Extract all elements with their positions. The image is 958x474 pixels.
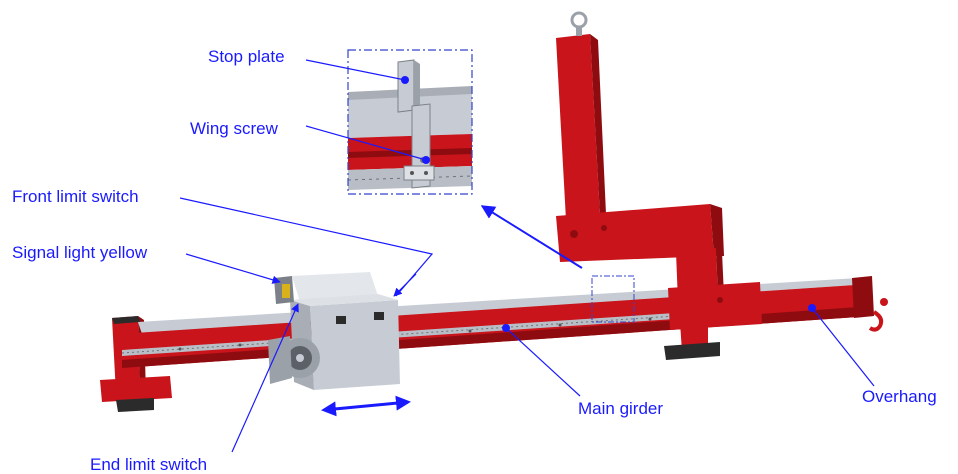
wing-screw-leader bbox=[305, 125, 427, 161]
front-limit-switch-arrow bbox=[393, 273, 417, 297]
travel-direction-arrow bbox=[321, 395, 411, 417]
signal-light-yellow-label: Signal light yellow bbox=[12, 243, 148, 262]
end-limit-switch-leader bbox=[231, 303, 299, 453]
wing-screw-label: Wing screw bbox=[190, 119, 279, 138]
overhang-leader bbox=[811, 307, 875, 387]
main-girder-leader bbox=[505, 327, 581, 397]
detail-frame bbox=[347, 49, 473, 195]
overhang-end bbox=[852, 276, 888, 332]
tower-column bbox=[556, 11, 762, 360]
crane-assembly bbox=[100, 11, 888, 412]
detail-arrow bbox=[480, 205, 583, 269]
signal-light-leader bbox=[185, 253, 281, 284]
end-limit-switch-label: End limit switch bbox=[90, 455, 207, 474]
stop-plate-leader bbox=[305, 59, 406, 81]
drive-unit bbox=[268, 272, 400, 390]
leader-lines bbox=[179, 59, 875, 453]
detail-source-frame bbox=[591, 275, 635, 323]
stop-plate-label: Stop plate bbox=[208, 47, 285, 66]
labels: Stop plate Wing screw Front limit switch… bbox=[12, 47, 937, 474]
front-limit-switch-label: Front limit switch bbox=[12, 187, 139, 206]
main-girder-label: Main girder bbox=[578, 399, 663, 418]
stop-plate-detail-inset bbox=[347, 49, 473, 195]
leader-dots bbox=[502, 304, 816, 332]
overhang-label: Overhang bbox=[862, 387, 937, 406]
